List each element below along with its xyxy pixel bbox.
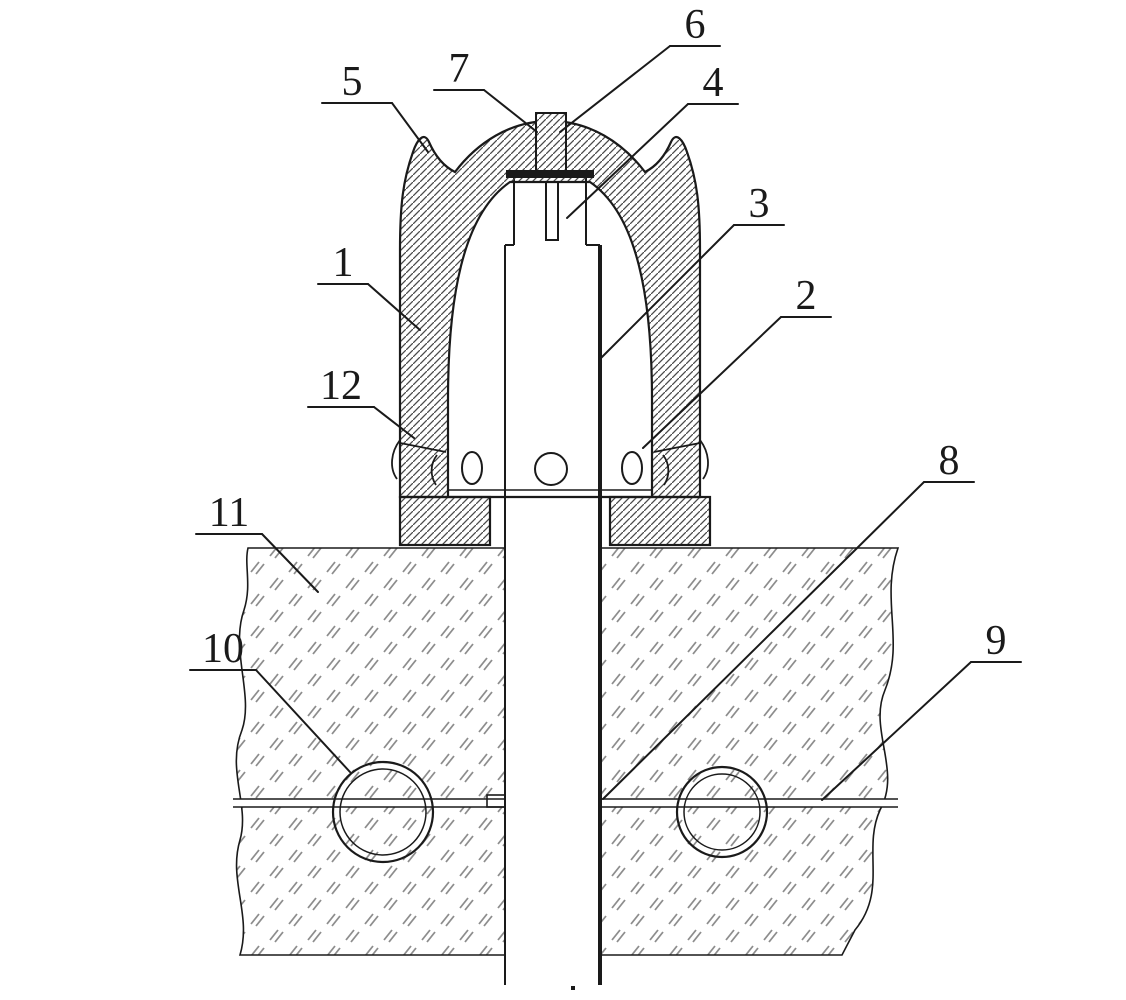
- tube-interior: [505, 245, 600, 985]
- dome-cap-section: [391, 112, 712, 547]
- label-3: 3: [600, 181, 785, 359]
- center-tube: [486, 178, 602, 990]
- label-6: 6: [559, 2, 721, 133]
- pipe-run-line: [233, 799, 898, 807]
- label-9-text: 9: [986, 618, 1007, 664]
- label-1: 1: [317, 240, 421, 331]
- label-6-text: 6: [685, 2, 706, 48]
- label-10: 10: [189, 626, 351, 773]
- label-2: 2: [642, 273, 832, 449]
- cap-seal-bar: [506, 170, 594, 178]
- label-9-leader: [821, 661, 972, 801]
- label-8-text: 8: [939, 438, 960, 484]
- label-1-text: 1: [333, 240, 354, 286]
- bolt-hole-right: [621, 451, 643, 485]
- label-4-text: 4: [703, 60, 724, 106]
- label-4: 4: [566, 60, 739, 219]
- label-8: 8: [602, 438, 975, 800]
- pipe-run-borders: [233, 798, 898, 808]
- flare-collar-right: [653, 439, 709, 486]
- label-10-leader: [255, 669, 351, 773]
- reference-labels: 5 7 6 4 3 2 1: [189, 2, 1022, 801]
- bolt-hole-left: [461, 451, 483, 485]
- label-2-text: 2: [796, 273, 817, 319]
- buried-pipe-right: [675, 765, 769, 859]
- label-6-leader: [559, 45, 671, 133]
- label-10-text: 10: [202, 626, 244, 672]
- tube-pipe-connector-tab: [486, 794, 506, 808]
- label-7: 7: [433, 46, 538, 133]
- label-9: 9: [821, 618, 1022, 801]
- label-11-leader: [261, 533, 319, 593]
- top-plug: [535, 112, 567, 172]
- label-8-leader: [602, 481, 925, 800]
- label-11-text: 11: [209, 490, 249, 536]
- label-5-leader: [391, 102, 429, 153]
- label-7-leader: [483, 89, 538, 133]
- label-3-text: 3: [749, 181, 770, 227]
- label-7-text: 7: [449, 46, 470, 92]
- flange-base-left: [398, 495, 492, 547]
- label-12-leader: [373, 406, 415, 439]
- label-5-text: 5: [342, 59, 363, 105]
- label-12-text: 12: [320, 363, 362, 409]
- label-5: 5: [321, 59, 429, 153]
- figure-end-mark: [571, 986, 575, 990]
- buried-pipe-left: [331, 760, 435, 864]
- flare-collar-left: [391, 439, 447, 486]
- center-port-circle: [534, 452, 568, 486]
- flange-base-right: [608, 495, 712, 547]
- label-11: 11: [195, 490, 319, 593]
- inner-pin: [545, 181, 559, 241]
- label-3-leader: [600, 224, 735, 359]
- label-2-leader: [642, 316, 782, 449]
- label-4-leader: [566, 103, 689, 219]
- label-12: 12: [307, 363, 415, 439]
- label-1-leader: [367, 283, 421, 331]
